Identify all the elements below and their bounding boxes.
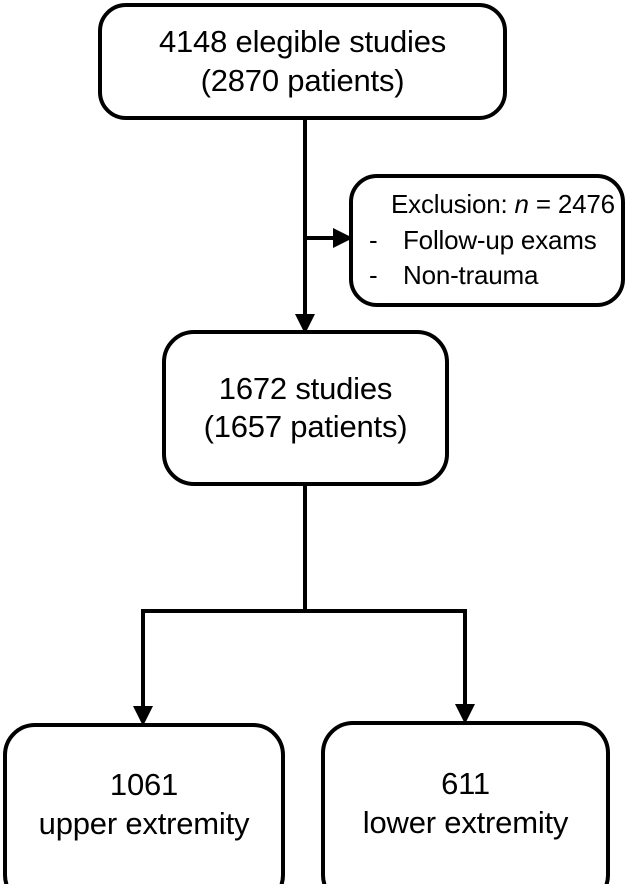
edge-eligible-to-exclusion-arrowhead [333,228,353,248]
node-box-exclusion [349,174,625,307]
node-box-lower-extremity [321,721,610,884]
node-box-included-studies [162,330,449,486]
edge-included-to-upper-arrowhead [133,706,153,726]
edge-included-to-lower-arrowhead [455,704,475,724]
node-box-upper-extremity [3,723,285,884]
edge-eligible-to-included-arrowhead [295,314,315,334]
node-box-eligible-studies [98,3,507,120]
